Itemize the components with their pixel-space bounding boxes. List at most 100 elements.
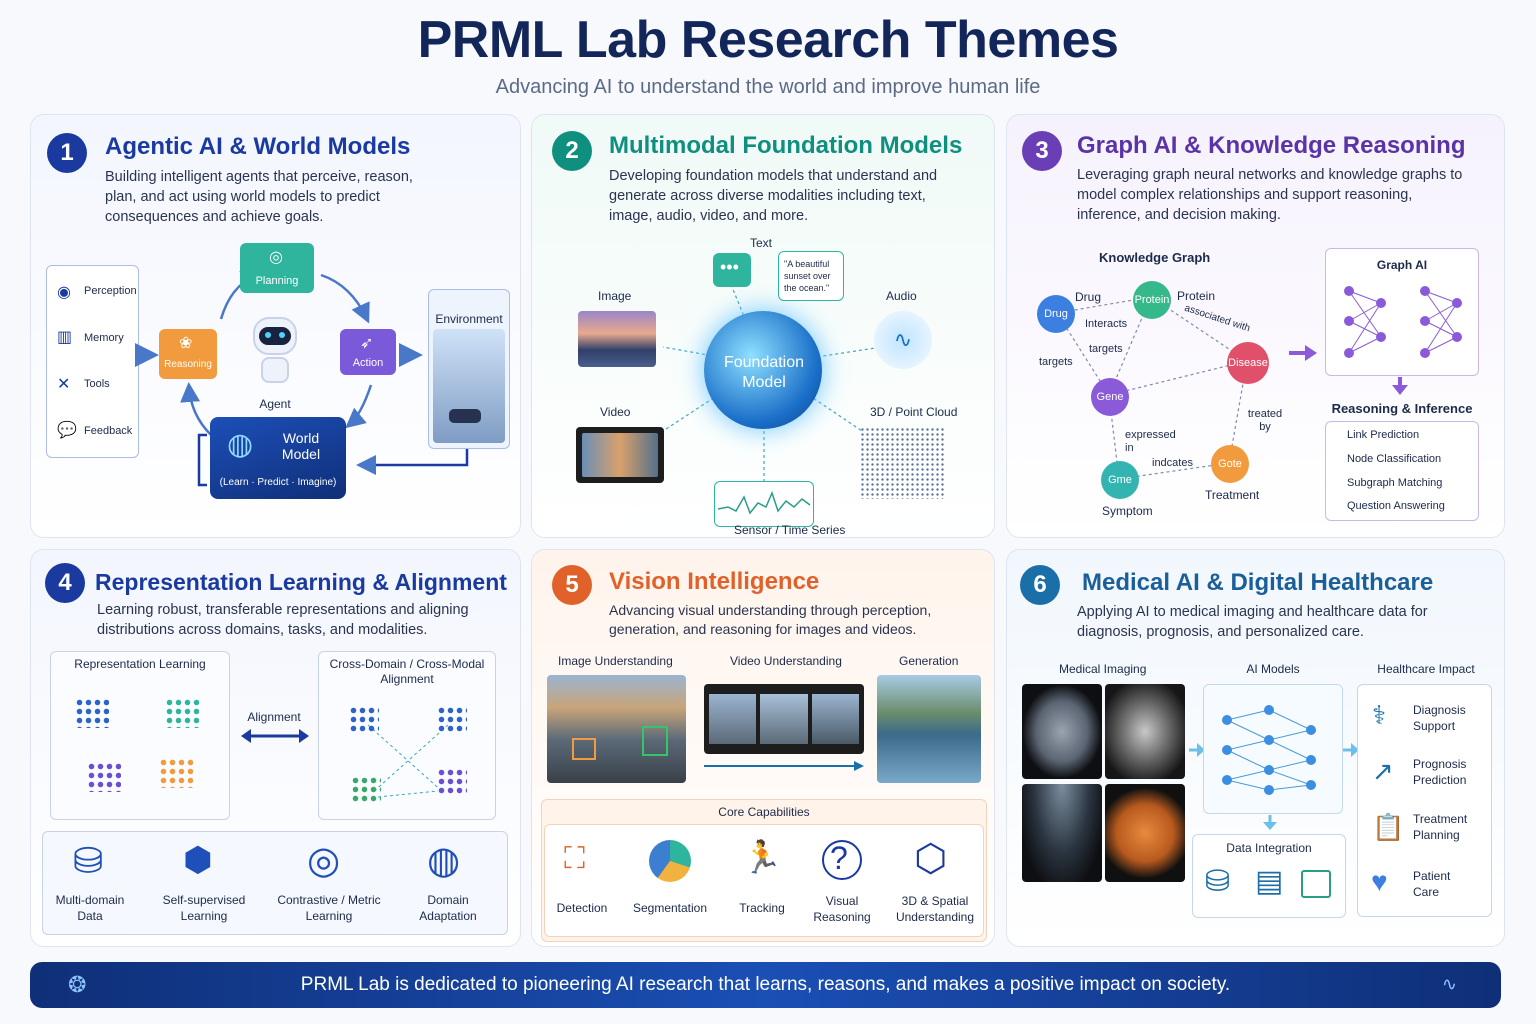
image-thumbnail xyxy=(578,311,656,367)
document-icon: ▤ xyxy=(1255,865,1284,898)
imaging-title: Medical Imaging xyxy=(1059,662,1147,676)
feedback-label: Feedback xyxy=(84,425,133,437)
footer-text: PRML Lab is dedicated to pioneering AI r… xyxy=(300,974,1231,995)
landscape-image xyxy=(877,675,981,783)
vid-understanding-label: Video Understanding xyxy=(730,654,842,668)
drug-node: Drug xyxy=(1037,295,1075,333)
brain-mri-image xyxy=(1022,684,1102,779)
panel-description: Applying AI to medical imaging and healt… xyxy=(1077,604,1428,640)
core-capabilities-title: Core Capabilities xyxy=(718,805,810,819)
text-quote-box xyxy=(778,251,844,301)
environment-label: Environment xyxy=(435,312,503,326)
panel-agentic-ai: 1 Agentic AI & World Models Building int… xyxy=(30,114,521,538)
panel-title: Vision Intelligence xyxy=(609,568,820,595)
chat-bubble-icon xyxy=(713,253,751,287)
detection-box-1 xyxy=(572,738,596,760)
double-arrow-icon xyxy=(241,729,309,743)
impact-patient: Patient Care xyxy=(1413,869,1451,899)
task-node-classification: Node Classification xyxy=(1347,453,1442,465)
impact-box xyxy=(1357,684,1492,917)
foundation-model-label: Foundation Model xyxy=(723,354,805,391)
panel-medical: 6 Medical AI & Digital Healthcare Applyi… xyxy=(1006,549,1505,947)
panel-title: Multimodal Foundation Models xyxy=(609,132,963,159)
disease-node: Disease xyxy=(1227,342,1269,384)
memory-label: Memory xyxy=(84,332,124,344)
foundation-model-sphere xyxy=(704,311,822,429)
generation-label: Generation xyxy=(899,654,959,668)
panel-title: Medical AI & Digital Healthcare xyxy=(1082,569,1434,596)
alignment-lines xyxy=(367,724,449,798)
sensor-label: Sensor / Time Series xyxy=(734,523,846,537)
panel-number: 3 xyxy=(1022,131,1062,171)
cluster-blue xyxy=(75,698,109,728)
car-icon xyxy=(449,409,481,423)
data-integration-title: Data Integration xyxy=(1226,841,1312,855)
impact-prognosis: Prognosis Prediction xyxy=(1413,757,1467,787)
agent-inputs-box: ◉ Perception ▥ Memory ✕ Tools 💬 Feedback xyxy=(46,265,139,458)
rocket-icon: ➶ xyxy=(360,335,374,352)
graph-ai-label: Graph AI xyxy=(1376,258,1428,272)
video-filmstrip xyxy=(704,684,864,754)
agent-label: Agent xyxy=(259,397,291,411)
target-icon: ◎ xyxy=(307,840,341,882)
panel-multimodal: 2 Multimodal Foundation Models Developin… xyxy=(531,114,995,538)
trend-icon: ↗ xyxy=(1372,756,1394,786)
item-multi-domain: Multi-domain Data xyxy=(55,893,125,923)
edge-interacts: Interacts xyxy=(1085,318,1128,330)
panel-graph-ai: 3 Graph AI & Knowledge Reasoning Leverag… xyxy=(1006,114,1505,538)
cap-3d-spatial: 3D & Spatial Understanding xyxy=(895,894,975,924)
world-model-sub: (Learn · Predict · Imagine) xyxy=(219,477,337,488)
treatment-label: Treatment xyxy=(1205,488,1260,502)
reasoning-node xyxy=(159,329,217,379)
gnn-icon xyxy=(1344,286,1462,358)
segmentation-icon xyxy=(649,840,691,882)
planning-label: Planning xyxy=(255,275,299,287)
clipboard-icon: 📋 xyxy=(1372,812,1405,842)
globe-icon: ◍ xyxy=(427,840,461,882)
gme-node: Gme xyxy=(1101,461,1139,499)
database-icon: ⛁ xyxy=(73,840,104,881)
gene-node: Gene xyxy=(1091,378,1129,416)
cap-segmentation: Segmentation xyxy=(632,901,708,915)
edge-targets-1: targets xyxy=(1089,343,1123,355)
cluster-teal xyxy=(165,698,199,728)
pointcloud-icon xyxy=(860,427,944,499)
panel-description: Learning robust, transferable representa… xyxy=(97,602,469,638)
symptom-label: Symptom xyxy=(1102,504,1153,518)
audio-wave-icon: ∿ xyxy=(874,311,932,369)
task-subgraph-matching: Subgraph Matching xyxy=(1347,477,1443,489)
detection-box-2 xyxy=(642,726,668,756)
pulse-icon: ∿ xyxy=(1441,974,1457,994)
panel-description: Advancing visual understanding through p… xyxy=(609,602,932,637)
image-label: Image xyxy=(598,289,632,303)
chest-xray-image xyxy=(1105,684,1185,779)
world-model-label: World Model xyxy=(281,430,321,462)
panel-number: 4 xyxy=(45,563,85,603)
database-icon: ⛁ xyxy=(1205,865,1231,898)
video-filmstrip xyxy=(576,427,664,483)
edge-drug: Drug xyxy=(1075,290,1102,304)
perception-label: Perception xyxy=(84,285,137,297)
cross-align-title: Cross-Domain / Cross-Modal Alignment xyxy=(329,657,485,686)
med-flow-arrows xyxy=(1189,743,1359,830)
cubes-icon: ⬢ xyxy=(183,841,213,879)
cluster-purple-2 xyxy=(437,768,467,796)
world-model-box xyxy=(210,417,346,499)
alignment-label: Alignment xyxy=(247,710,301,724)
capabilities-inner xyxy=(544,824,984,937)
audio-label: Audio xyxy=(886,289,917,303)
rep-learning-title: Representation Learning xyxy=(74,657,206,671)
reasoning-label: Reasoning xyxy=(164,359,212,370)
data-integration-box xyxy=(1192,834,1346,918)
panel-vision: 5 Vision Intelligence Advancing visual u… xyxy=(531,549,995,947)
edge-expressed: expressed in xyxy=(1125,429,1176,454)
cluster-mixed xyxy=(351,776,381,804)
cluster-blue-3 xyxy=(437,706,467,734)
robot-icon xyxy=(245,315,305,387)
panel-number: 1 xyxy=(47,133,87,173)
globe-icon: ◍ xyxy=(227,428,254,461)
rep-learning-box xyxy=(50,651,230,820)
panel-title: Graph AI & Knowledge Reasoning xyxy=(1077,132,1466,159)
item-domain-adaptation: Domain Adaptation xyxy=(419,893,477,923)
protein-node: Protein xyxy=(1133,281,1171,319)
